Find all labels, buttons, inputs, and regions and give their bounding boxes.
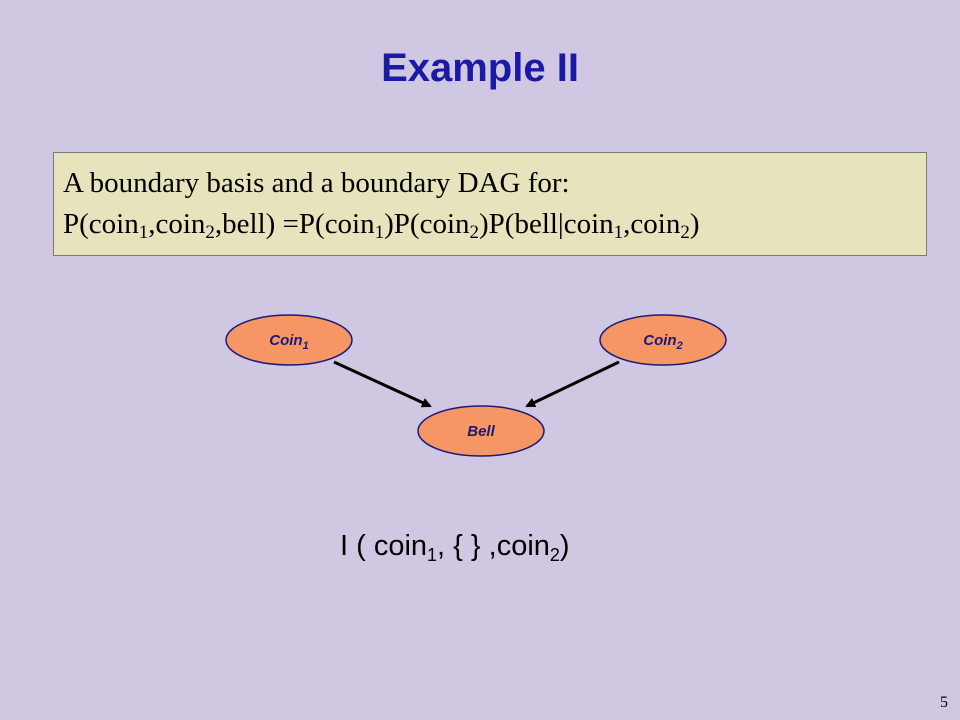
slide-title: Example II bbox=[381, 46, 579, 90]
edge-coin2-bell bbox=[525, 360, 620, 408]
node-coin1: Coin1 bbox=[225, 314, 353, 366]
node-bell: Bell bbox=[417, 405, 545, 457]
definition-box: A boundary basis and a boundary DAG for:… bbox=[53, 152, 927, 256]
page-number: 5 bbox=[940, 694, 948, 711]
edge-coin1-bell bbox=[333, 360, 432, 408]
independence-formula: I ( coin1, { } ,coin2) bbox=[340, 530, 570, 565]
node-coin2: Coin2 bbox=[599, 314, 727, 366]
svg-text:Coin2: Coin2 bbox=[643, 332, 682, 352]
svg-text:Bell: Bell bbox=[467, 423, 495, 440]
definition-line-2: P(coin1,coin2,bell) =P(coin1)P(coin2)P(b… bbox=[63, 208, 700, 243]
svg-text:Coin1: Coin1 bbox=[269, 332, 308, 352]
definition-line-1: A boundary basis and a boundary DAG for: bbox=[63, 167, 570, 199]
